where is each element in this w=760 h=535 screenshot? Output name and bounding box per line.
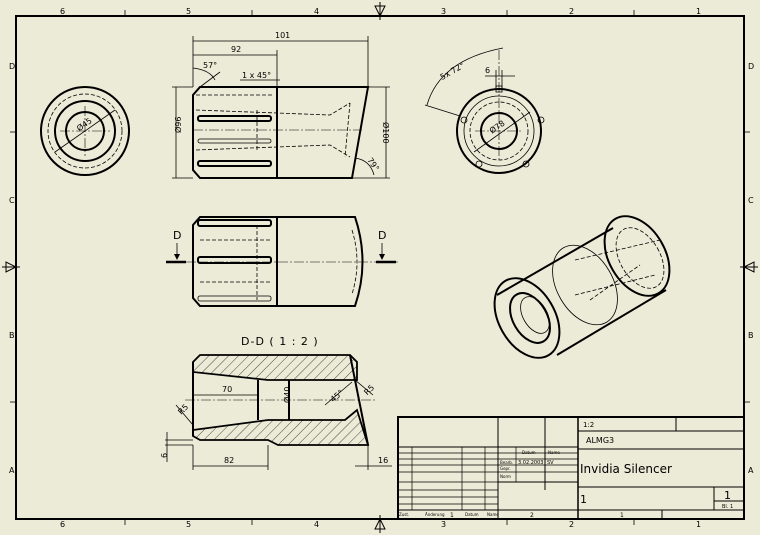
svg-text:6: 6	[60, 7, 65, 16]
svg-text:C: C	[748, 196, 754, 205]
svg-text:92: 92	[231, 45, 241, 54]
svg-text:D: D	[9, 62, 15, 71]
svg-text:1 x 45°: 1 x 45°	[242, 71, 271, 80]
zone-ticks	[10, 10, 750, 525]
svg-text:4: 4	[314, 7, 319, 16]
section-view: 70 Ø40 45° R5 R5 6 82 16	[160, 354, 392, 470]
bottom-cell: 1	[620, 512, 624, 519]
svg-text:45°: 45°	[329, 388, 346, 404]
scale-value: 1:2	[583, 421, 594, 429]
svg-text:57°: 57°	[203, 61, 217, 70]
section-marker-left: D	[173, 229, 181, 242]
bottom-cell: 1	[450, 512, 454, 519]
rear-view: 5x 72° 6 Ø78	[424, 47, 545, 174]
svg-text:Name: Name	[487, 512, 499, 517]
svg-text:2: 2	[569, 7, 574, 16]
svg-text:3: 3	[441, 7, 446, 16]
svg-text:1: 1	[696, 520, 701, 529]
svg-text:A: A	[9, 466, 15, 475]
svg-text:82: 82	[224, 456, 234, 465]
drawing-frame	[15, 15, 745, 520]
svg-text:16: 16	[378, 456, 388, 465]
svg-text:R5: R5	[176, 402, 190, 416]
svg-text:A: A	[748, 466, 754, 475]
bottom-cell: 2	[530, 512, 534, 519]
section-marker-right: D	[378, 229, 386, 242]
svg-text:79°: 79°	[365, 156, 381, 173]
svg-text:C: C	[9, 196, 15, 205]
svg-text:Bl. 1: Bl. 1	[722, 504, 733, 510]
svg-text:Gepr.: Gepr.	[500, 466, 511, 471]
drawn-name: SV	[547, 460, 554, 466]
svg-text:2: 2	[569, 520, 574, 529]
svg-text:4: 4	[314, 520, 319, 529]
svg-text:5: 5	[186, 520, 191, 529]
title-block	[397, 416, 745, 520]
svg-text:3: 3	[441, 520, 446, 529]
sheet-number: 1	[724, 489, 731, 502]
middle-view	[166, 216, 398, 307]
svg-text:D: D	[748, 62, 754, 71]
isometric-view	[493, 215, 671, 359]
svg-text:70: 70	[222, 385, 232, 394]
drawn-date: 3.02.2003	[518, 460, 543, 466]
svg-text:1: 1	[696, 7, 701, 16]
drawing-title: Invidia Silencer	[580, 462, 672, 476]
svg-text:Name: Name	[548, 450, 560, 455]
svg-text:Norm: Norm	[500, 474, 511, 479]
svg-text:Änderung: Änderung	[425, 512, 445, 517]
svg-text:Datum: Datum	[465, 512, 479, 517]
svg-text:Ø45: Ø45	[74, 115, 93, 133]
svg-text:Zust.: Zust.	[399, 512, 409, 517]
svg-text:6: 6	[160, 453, 169, 458]
zone-labels: 6 5 4 3 2 1 6 5 4 3 2 1 D C B A D C B A	[9, 7, 754, 529]
svg-text:6: 6	[60, 520, 65, 529]
svg-text:6: 6	[485, 66, 490, 75]
svg-text:R5: R5	[362, 383, 376, 397]
svg-text:Ø78: Ø78	[487, 118, 506, 136]
title-block-text: 1:2 ALMG3 Datum Name Bearb. Gepr. Norm 3…	[399, 421, 733, 519]
svg-text:5x 72°: 5x 72°	[439, 61, 466, 82]
svg-text:B: B	[9, 331, 15, 340]
front-view: Ø45	[40, 86, 130, 176]
svg-text:Bearb.: Bearb.	[500, 460, 513, 465]
svg-text:5: 5	[186, 7, 191, 16]
svg-text:Ø40: Ø40	[282, 387, 292, 403]
svg-text:Ø96: Ø96	[173, 117, 183, 133]
svg-text:Ø100: Ø100	[381, 122, 391, 144]
svg-text:101: 101	[275, 31, 290, 40]
svg-text:B: B	[748, 331, 754, 340]
drawing-number: 1	[580, 493, 587, 506]
side-view: 101 92 57° 1 x 45° Ø96 Ø100 79°	[172, 31, 391, 179]
material-value: ALMG3	[586, 436, 614, 445]
section-view-title: D-D ( 1 : 2 )	[241, 335, 319, 348]
svg-text:Datum: Datum	[522, 450, 536, 455]
